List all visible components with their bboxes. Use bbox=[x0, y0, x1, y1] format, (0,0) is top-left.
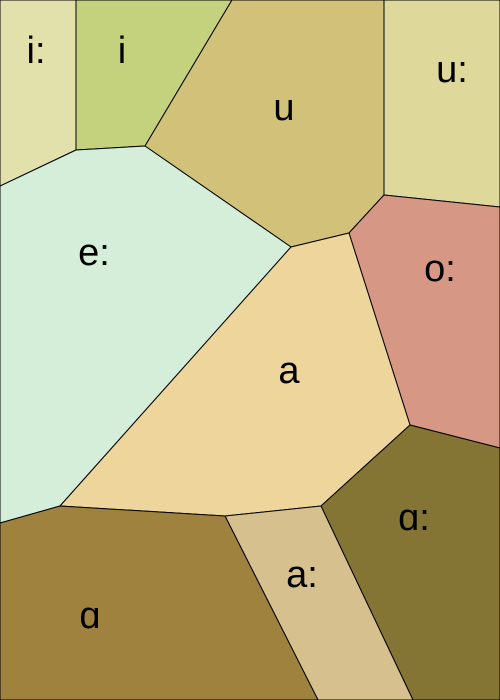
region-u-long-cell bbox=[383, 0, 500, 208]
region-a: a bbox=[59, 232, 411, 517]
vowel-label-e-long: e: bbox=[78, 232, 110, 274]
vowel-label-o-long: o: bbox=[424, 248, 456, 290]
vowel-label-a: a bbox=[278, 350, 300, 392]
region-o-long: o: bbox=[348, 194, 500, 449]
region-alpha-cell bbox=[0, 505, 319, 700]
vowel-label-alpha-long: ɑ: bbox=[398, 497, 430, 539]
vowel-label-u-long: u: bbox=[436, 49, 468, 91]
region-alpha: ɑ bbox=[0, 505, 319, 700]
vowel-label-alpha: ɑ bbox=[79, 595, 100, 637]
vowel-label-u: u bbox=[273, 87, 294, 129]
vowel-label-i: i bbox=[118, 30, 126, 72]
region-alpha-long: ɑ: bbox=[320, 424, 500, 700]
vowel-label-a-long: a: bbox=[286, 554, 318, 596]
region-u-long: u: bbox=[383, 0, 500, 208]
vowel-label-i-long: i: bbox=[27, 30, 46, 72]
region-alpha-long-cell bbox=[320, 424, 500, 700]
